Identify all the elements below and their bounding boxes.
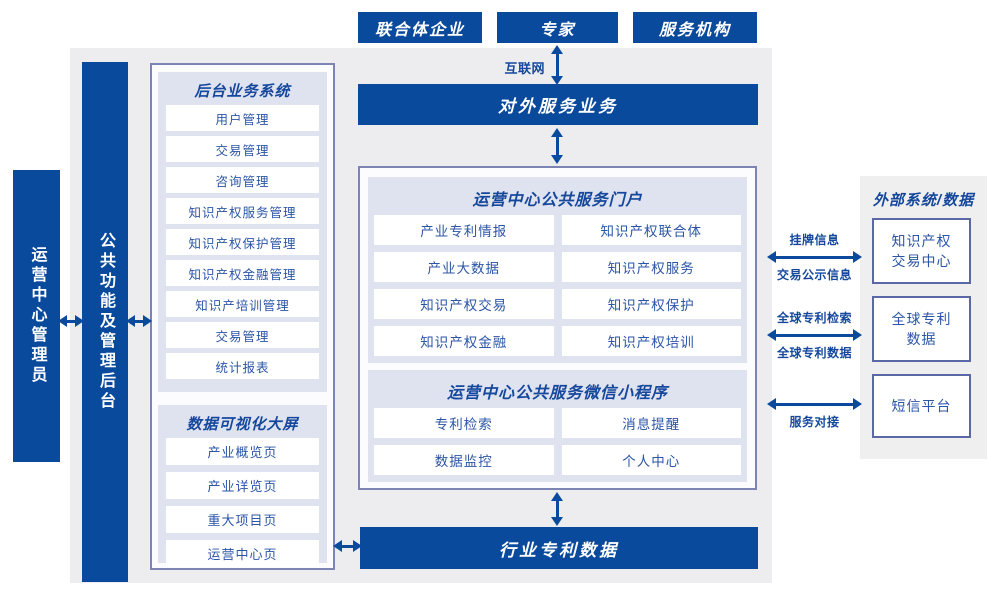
portal-item: 产业专利情报 (374, 215, 554, 245)
industry-patent-label: 行业专利数据 (499, 540, 619, 560)
arrow-shaft (555, 133, 559, 159)
mgmt-bar-label: 公共功能及管理后台 (97, 232, 114, 412)
link-label-global-search: 全球专利检索 (776, 311, 852, 325)
arrow-portal-to-global-patent-db (767, 329, 862, 341)
portal-container: 运营中心公共服务门户 产业专利情报 知识产权联合体 产业大数据 知识产权服务 知… (358, 166, 757, 490)
external-systems-panel: 外部系统/数据 知识产权 交易中心 全球专利 数据 短信平台 (860, 176, 987, 459)
actor-service-agencies: 服务机构 (633, 12, 757, 43)
portal-item: 知识产权保护 (561, 289, 741, 319)
industry-patent-data-bar: 行业专利数据 (360, 527, 758, 569)
arrow-shaft (63, 319, 79, 323)
backend-items-list: 用户管理 交易管理 咨询管理 知识产权服务管理 知识产权保护管理 知识产权金融管… (166, 105, 319, 379)
dashboard-item: 产业概览页 (166, 438, 319, 465)
arrow-shaft (772, 402, 857, 406)
backend-item: 咨询管理 (166, 167, 319, 193)
link-service-docking: 服务对接 (767, 398, 862, 430)
arrow-portal-to-patent-data (551, 492, 563, 526)
arrow-shaft (772, 333, 857, 337)
miniprogram-item: 专利检索 (374, 408, 554, 438)
dashboard-items-list: 产业概览页 产业详览页 重大项目页 运营中心页 (166, 438, 319, 567)
arrow-shaft (555, 497, 559, 521)
backend-item: 交易管理 (166, 322, 319, 348)
arrow-internet-to-external-service (551, 45, 563, 85)
dashboard-item: 运营中心页 (166, 540, 319, 567)
arrow-shaft (338, 544, 357, 548)
actor-label: 联合体企业 (374, 21, 465, 39)
miniprogram-items-grid: 专利检索 消息提醒 数据监控 个人中心 (374, 408, 741, 475)
link-listing-info: 挂牌信息 交易公示信息 (767, 231, 862, 283)
arrow-portal-to-ip-exchange (767, 251, 862, 263)
backend-dashboard-container: 后台业务系统 用户管理 交易管理 咨询管理 知识产权服务管理 知识产权保护管理 … (150, 63, 335, 570)
portal-title: 运营中心公共服务门户 (472, 192, 643, 209)
arrow-service-to-portal (551, 128, 563, 164)
actor-label: 专家 (539, 21, 576, 39)
backend-item: 知识产培训管理 (166, 291, 319, 317)
external-system-sms-platform: 短信平台 (872, 374, 971, 438)
operations-center-admin-bar: 运营中心管理员 (13, 170, 60, 462)
link-label-listing-top: 挂牌信息 (789, 233, 840, 247)
arrow-admin-to-mgmt (58, 315, 84, 327)
dashboard-item: 产业详览页 (166, 472, 319, 499)
actor-experts: 专家 (497, 12, 618, 43)
external-service-label: 对外服务业务 (498, 97, 618, 116)
external-system-global-patent-db: 全球专利 数据 (872, 296, 971, 362)
arrow-portal-to-sms-platform (767, 398, 862, 410)
arrow-shaft (555, 50, 559, 80)
actor-consortium-enterprises: 联合体企业 (358, 12, 482, 43)
backend-item: 统计报表 (166, 353, 319, 379)
backend-system-section: 后台业务系统 用户管理 交易管理 咨询管理 知识产权服务管理 知识产权保护管理 … (158, 72, 327, 392)
arrow-dashboard-to-patent-data (333, 540, 362, 552)
backend-item: 交易管理 (166, 136, 319, 162)
public-functions-mgmt-bar: 公共功能及管理后台 (82, 62, 128, 582)
portal-item: 产业大数据 (374, 252, 554, 282)
portal-item: 知识产权金融 (374, 326, 554, 356)
data-visualization-section: 数据可视化大屏 产业概览页 产业详览页 重大项目页 运营中心页 (158, 405, 327, 567)
backend-title: 后台业务系统 (194, 83, 291, 100)
link-label-global-data: 全球专利数据 (776, 346, 852, 360)
backend-item: 知识产权服务管理 (166, 198, 319, 224)
external-system-ip-exchange: 知识产权 交易中心 (872, 218, 971, 284)
portal-item: 知识产权交易 (374, 289, 554, 319)
dashboard-title: 数据可视化大屏 (186, 416, 299, 433)
link-label-service: 服务对接 (789, 415, 840, 429)
backend-item: 知识产权金融管理 (166, 260, 319, 286)
public-service-portal-section: 运营中心公共服务门户 产业专利情报 知识产权联合体 产业大数据 知识产权服务 知… (368, 177, 747, 363)
portal-item: 知识产权服务 (561, 252, 741, 282)
external-panel-title: 外部系统/数据 (872, 192, 975, 209)
admin-bar-label: 运营中心管理员 (28, 246, 46, 386)
actor-label: 服务机构 (658, 21, 731, 39)
external-service-bar: 对外服务业务 (358, 84, 758, 125)
portal-items-grid: 产业专利情报 知识产权联合体 产业大数据 知识产权服务 知识产权交易 知识产权保… (374, 215, 741, 356)
miniprogram-title: 运营中心公共服务微信小程序 (446, 385, 668, 402)
portal-item: 知识产权培训 (561, 326, 741, 356)
arrow-shaft (131, 319, 147, 323)
miniprogram-item: 消息提醒 (561, 408, 741, 438)
miniprogram-item: 个人中心 (561, 445, 741, 475)
portal-item: 知识产权联合体 (561, 215, 741, 245)
backend-item: 知识产权保护管理 (166, 229, 319, 255)
wechat-miniprogram-section: 运营中心公共服务微信小程序 专利检索 消息提醒 数据监控 个人中心 (368, 370, 747, 482)
arrow-shaft (772, 255, 857, 259)
link-global-patent: 全球专利检索 全球专利数据 (767, 309, 862, 361)
backend-item: 用户管理 (166, 105, 319, 131)
dashboard-item: 重大项目页 (166, 506, 319, 533)
arrow-mgmt-to-backend (126, 315, 152, 327)
miniprogram-item: 数据监控 (374, 445, 554, 475)
internet-label: 互联网 (504, 61, 545, 76)
link-label-listing-bottom: 交易公示信息 (776, 268, 852, 282)
